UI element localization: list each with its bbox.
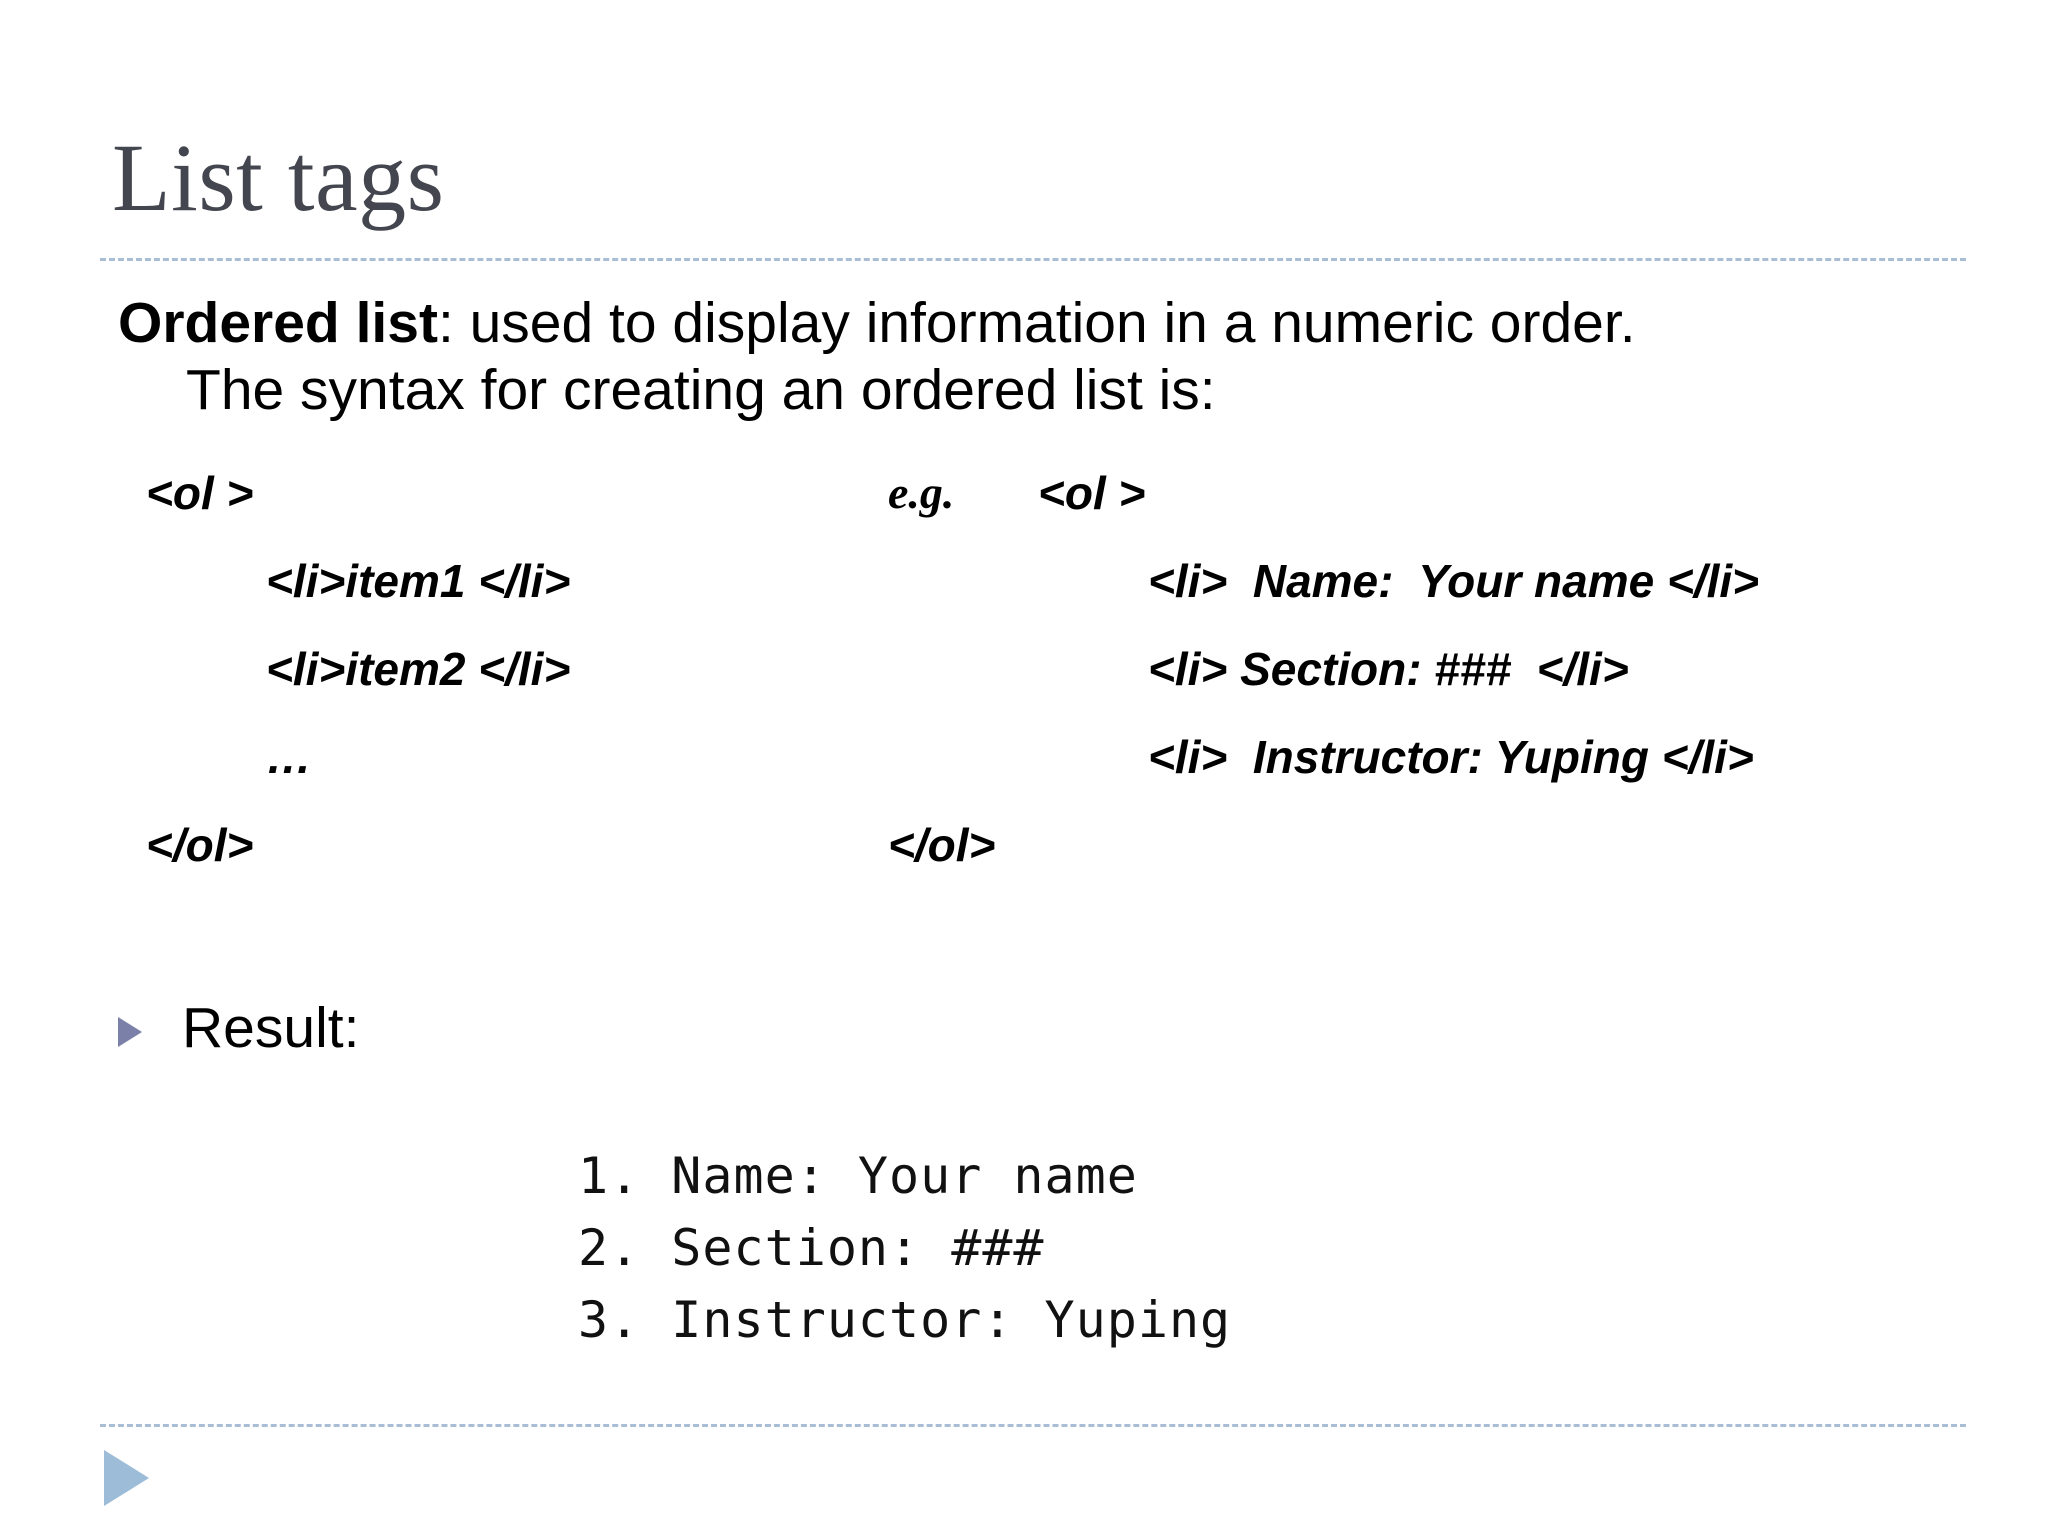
eg-label: e.g. [888,467,955,518]
footer-divider [100,1424,1966,1427]
triangle-right-icon [118,1016,142,1047]
code-row-2: <li>item2 </li> <li> Section: ### </li> [118,646,1968,734]
code-left-ol-open: <ol > [146,467,254,519]
body-lead-rest: : used to display information in a numer… [437,291,1636,355]
code-right-li-section: <li> Section: ### </li> [1148,643,1629,695]
output-line: 3. Instructor: Yuping [578,1291,1232,1349]
body-line-2: The syntax for creating an ordered list … [186,358,1216,423]
rendered-output: 1. Name: Your name 2. Section: ### 3. In… [578,1140,1231,1356]
code-left-ol-close: </ol> [146,819,254,871]
code-left-li-item2: <li>item2 </li> [266,643,571,695]
triangle-right-icon [104,1450,149,1506]
output-line: 1. Name: Your name [578,1147,1138,1205]
code-right-ol-close: </ol> [888,819,996,871]
code-right-li-instructor: <li> Instructor: Yuping </li> [1148,731,1754,783]
body-line-1: Ordered list: used to display informatio… [118,290,1938,357]
title-divider [100,258,1966,261]
code-row-1: <li>item1 </li> <li> Name: Your name </l… [118,558,1968,646]
code-example-area: <ol > e.g. <ol > <li>item1 </li> <li> Na… [118,470,1968,870]
result-heading: Result: [118,1000,359,1057]
code-left-ellipsis: … [266,731,314,783]
code-row-3: … <li> Instructor: Yuping </li> [118,734,1968,822]
page-title: List tags [112,124,445,231]
output-line: 2. Section: ### [578,1219,1045,1277]
code-right-ol-open: <ol > [1038,467,1146,519]
code-left-li-item1: <li>item1 </li> [266,555,571,607]
result-label: Result: [182,996,360,1060]
code-row-close: </ol> </ol> [118,822,1968,910]
body-lead: Ordered list [118,291,438,355]
code-right-li-name: <li> Name: Your name </li> [1148,555,1760,607]
body-paragraph: Ordered list: used to display informatio… [118,290,1938,425]
code-row-open: <ol > e.g. <ol > [118,470,1968,558]
